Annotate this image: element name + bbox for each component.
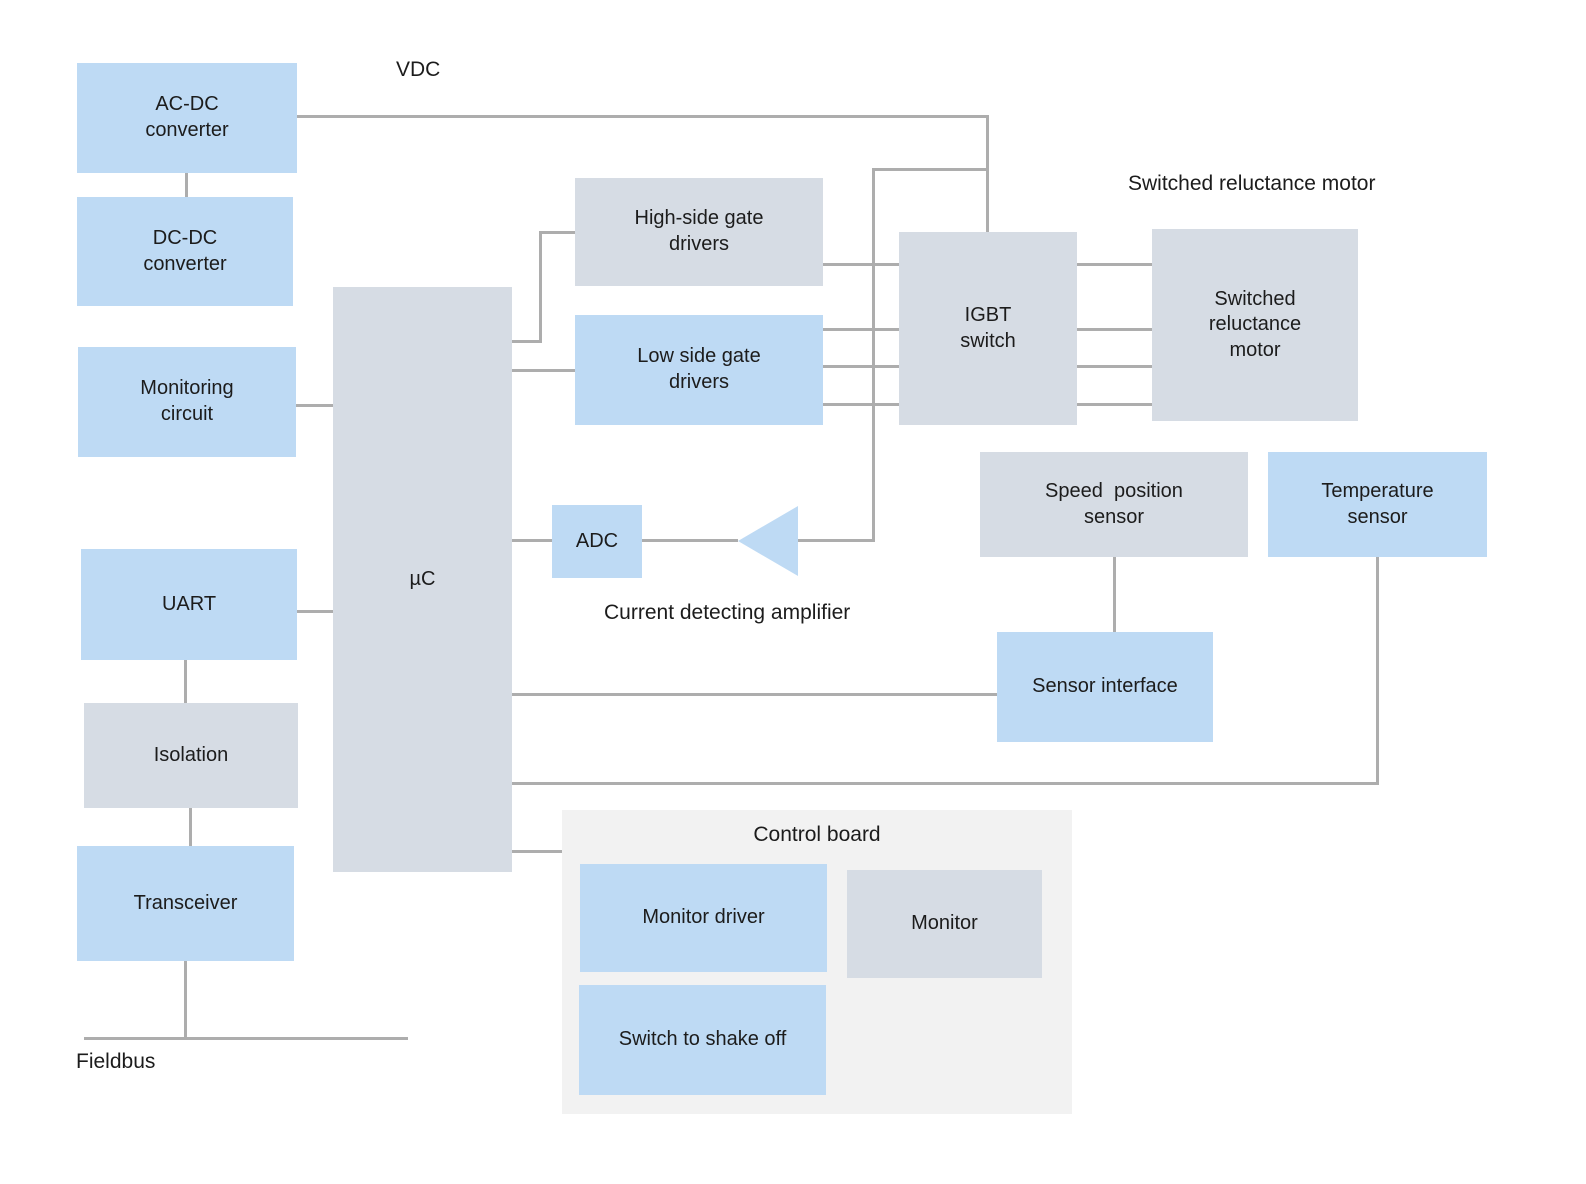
block-transceiver: Transceiver: [77, 846, 294, 961]
connector-uc-highside-v: [539, 231, 542, 343]
vdc-label: VDC: [396, 58, 441, 81]
connector-uart-uc: [297, 610, 333, 613]
connector-lowside-igbt-2: [823, 365, 899, 368]
connector-uc-adc: [512, 539, 552, 542]
connector-adc-amplifier: [642, 539, 738, 542]
connector-uc-highside-h2: [539, 231, 575, 234]
connector-igbt-motor-3: [1077, 365, 1152, 368]
connector-uc-sensor-interface: [512, 693, 997, 696]
connector-sense-horizontal: [872, 168, 989, 171]
block-ac-dc-converter: AC-DC converter: [77, 63, 297, 173]
switched-reluctance-motor-title: Switched reluctance motor: [1128, 172, 1376, 195]
connector-uc-lowside: [512, 369, 575, 372]
block-temperature-sensor: Temperature sensor: [1268, 452, 1487, 557]
fieldbus-label: Fieldbus: [76, 1050, 156, 1073]
connector-lowside-igbt-3: [823, 403, 899, 406]
connector-acdc-dcdc: [185, 173, 188, 197]
block-high-side-gate-drivers: High-side gate drivers: [575, 178, 823, 286]
connector-monitoring-uc: [296, 404, 333, 407]
block-uart: UART: [81, 549, 297, 660]
block-monitor-driver: Monitor driver: [580, 864, 827, 972]
block-speed-position-sensor: Speed position sensor: [980, 452, 1248, 557]
connector-vdc-horizontal: [297, 115, 989, 118]
connector-igbt-motor-2: [1077, 328, 1152, 331]
connector-vdc-vertical: [986, 115, 989, 233]
amplifier-triangle-icon: [738, 506, 798, 576]
block-adc: ADC: [552, 505, 642, 578]
connector-igbt-motor-1: [1077, 263, 1152, 266]
connector-uc-control-board: [512, 850, 562, 853]
block-switched-reluctance-motor: Switched reluctance motor: [1152, 229, 1358, 421]
connector-transceiver-fieldbus: [184, 961, 187, 1039]
block-igbt-switch: IGBT switch: [899, 232, 1077, 425]
block-microcontroller: µC: [333, 287, 512, 872]
block-switch-to-shake-off: Switch to shake off: [579, 985, 826, 1095]
connector-isolation-transceiver: [189, 808, 192, 846]
connector-speed-sensor-interface: [1113, 557, 1116, 632]
block-sensor-interface: Sensor interface: [997, 632, 1213, 742]
connector-amplifier-sense: [798, 539, 875, 542]
block-isolation: Isolation: [84, 703, 298, 808]
connector-uart-isolation: [184, 660, 187, 703]
block-monitor: Monitor: [847, 870, 1042, 978]
current-detecting-amplifier-label: Current detecting amplifier: [604, 601, 851, 624]
connector-fieldbus-bus: [84, 1037, 408, 1040]
block-monitoring-circuit: Monitoring circuit: [78, 347, 296, 457]
connector-lowside-igbt-1: [823, 328, 899, 331]
control-board-title: Control board: [753, 823, 881, 846]
connector-temp-sensor-vertical: [1376, 557, 1379, 785]
connector-temp-sensor-horizontal: [512, 782, 1379, 785]
block-low-side-gate-drivers: Low side gate drivers: [575, 315, 823, 425]
connector-uc-highside-h1: [512, 340, 542, 343]
connector-sense-vertical: [872, 168, 875, 542]
connector-highside-igbt: [823, 263, 899, 266]
connector-igbt-motor-4: [1077, 403, 1152, 406]
block-dc-dc-converter: DC-DC converter: [77, 197, 293, 306]
